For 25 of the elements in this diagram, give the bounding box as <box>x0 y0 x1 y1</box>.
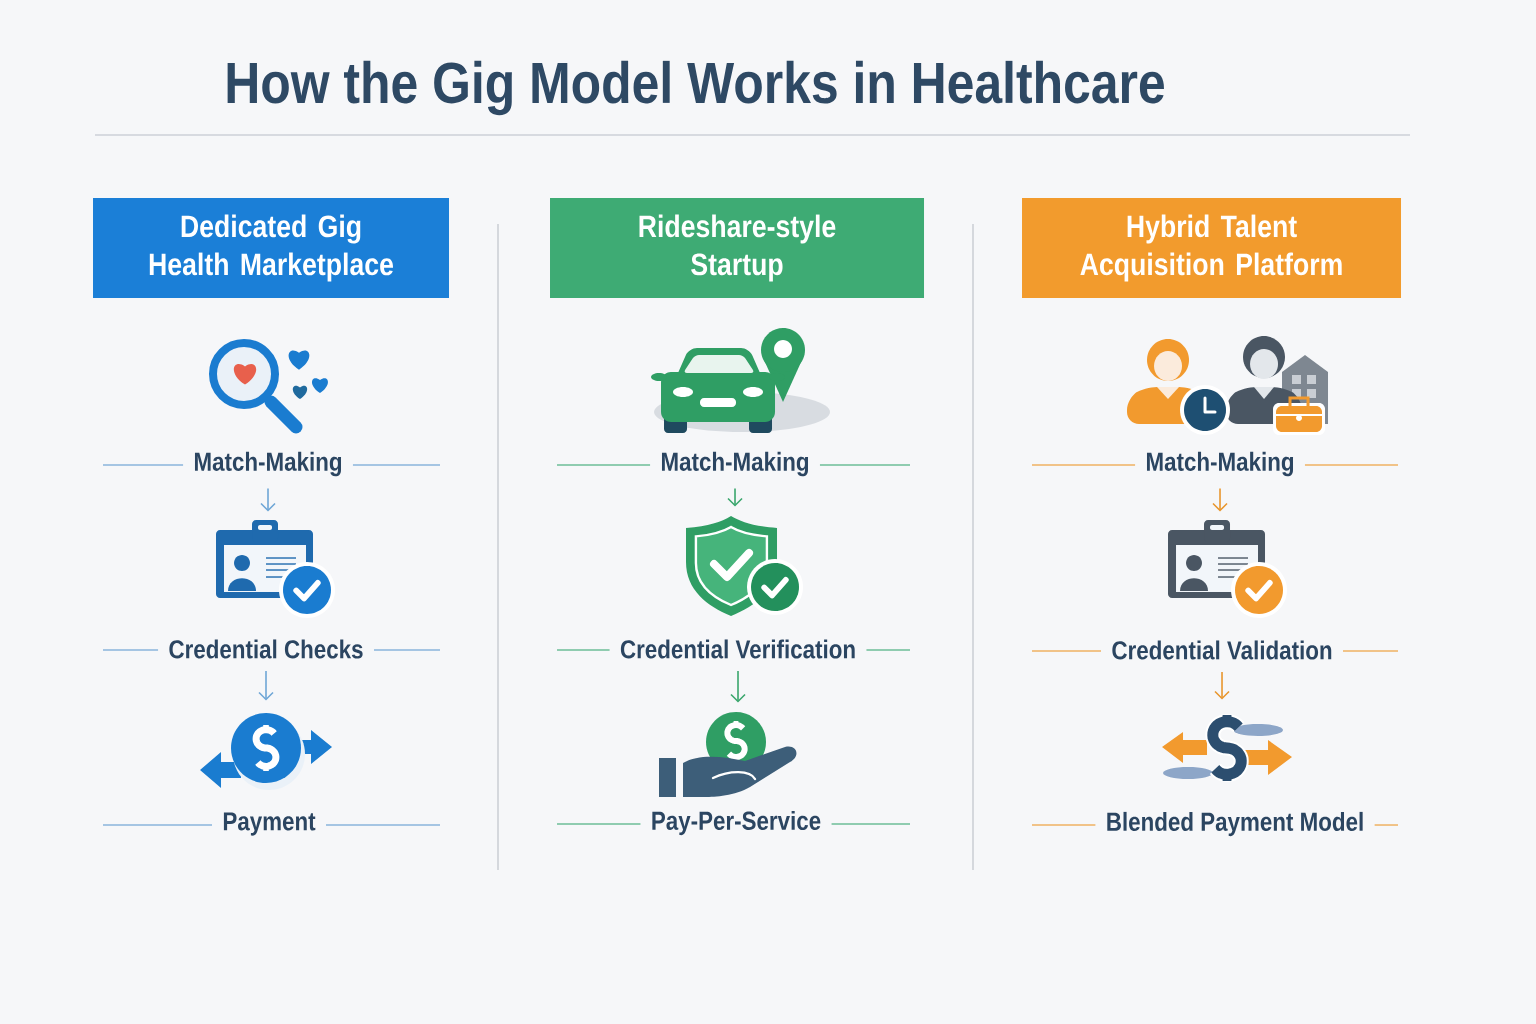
step-label: Match-Making <box>662 451 809 477</box>
title: How the Gig Model Works in Healthcare <box>227 60 1164 116</box>
arrow <box>727 487 743 507</box>
dollar-arrows-icon <box>1162 714 1292 782</box>
arrow <box>730 670 746 703</box>
arrow <box>1214 671 1230 700</box>
shield-check-icon <box>686 516 803 616</box>
hand-coin-icon <box>659 712 797 797</box>
step-label: Blended Payment Model <box>1107 811 1363 837</box>
header-box: Rideshare-style Startup <box>550 198 924 298</box>
step-label: Match-Making <box>1147 451 1294 477</box>
step-label: Credential Verification <box>620 639 855 659</box>
dollar-arrows-icon <box>200 713 332 790</box>
arrow <box>258 670 274 701</box>
arrow <box>260 487 276 512</box>
step-label: Match-Making <box>194 451 342 477</box>
id-badge-icon <box>216 520 335 618</box>
step-label: Payment <box>223 812 316 836</box>
id-badge-icon <box>1168 520 1287 618</box>
step-label: Pay-Per-Service <box>652 810 821 836</box>
arrow <box>1212 487 1228 512</box>
step-label: Credential Validation <box>1112 640 1332 660</box>
header-box: Hybrid Talent Acquisition Platform <box>1022 198 1401 298</box>
header-box: Dedicated Gig Health Marketplace <box>93 198 449 298</box>
step-label: Credential Checks <box>169 639 363 659</box>
